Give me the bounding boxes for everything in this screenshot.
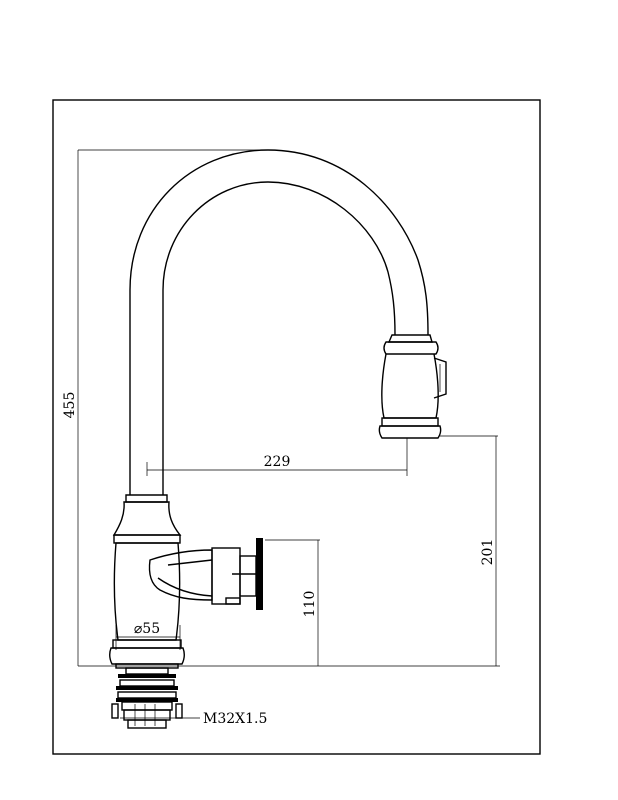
spray-head [378, 334, 447, 439]
drawing-frame [52, 99, 541, 755]
faucet-spout [129, 149, 429, 495]
dim-201-label: 201 [480, 539, 496, 566]
dim-55-label: ⌀55 [134, 621, 160, 637]
faucet-handle [148, 538, 263, 610]
dimension-lines [77, 149, 500, 719]
faucet-body [109, 494, 185, 669]
dim-455-label: 455 [62, 392, 78, 419]
dim-110-label: 110 [302, 591, 318, 618]
mounting-shank [111, 667, 183, 729]
dim-229-label: 229 [264, 454, 291, 470]
thread-label: M32X1.5 [203, 711, 267, 727]
